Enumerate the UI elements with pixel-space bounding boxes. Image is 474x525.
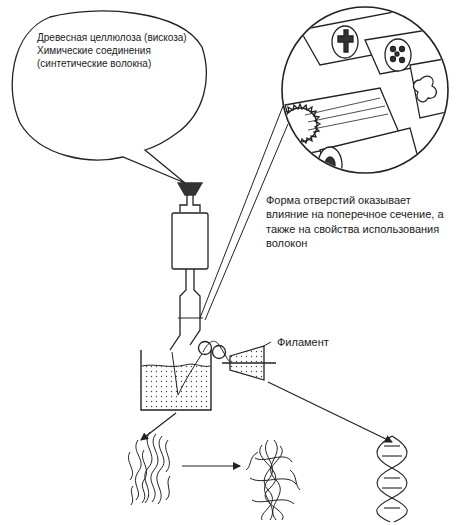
spinning-bath bbox=[141, 350, 211, 410]
staple-fibres bbox=[128, 432, 170, 505]
part-label: Филамент bbox=[276, 335, 330, 349]
spinneret-closeup bbox=[200, 5, 455, 320]
rollers bbox=[199, 341, 231, 362]
speech-balloon: Древесная целлюлоза (вискоза)Химические … bbox=[5, 5, 210, 185]
helical-filament bbox=[377, 436, 408, 522]
twisted-yarn bbox=[246, 440, 300, 520]
material-text: Древесная целлюлоза (вискоза) bbox=[37, 31, 189, 44]
feed-funnel bbox=[170, 183, 208, 350]
material-text: Химические соединения (синтетические вол… bbox=[37, 44, 189, 70]
note-text: Форма отверстий оказывает влияние на поп… bbox=[265, 193, 457, 250]
filament-bobbin bbox=[222, 342, 276, 380]
balloon-shape bbox=[12, 11, 206, 183]
balloon-text: Древесная целлюлоза (вискоза)Химические … bbox=[37, 31, 189, 70]
